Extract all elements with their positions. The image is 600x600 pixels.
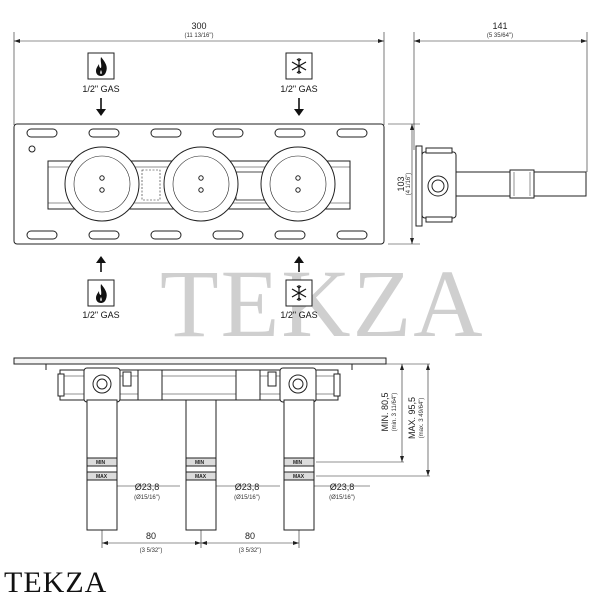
flame-icon [96,57,107,76]
center-valve-disc [163,146,239,222]
right-valve-disc [260,146,336,222]
pitch-right-label: 80 [245,531,255,541]
pipe-max-mark: MAX [195,474,207,480]
snowflake-icon [291,285,307,301]
arrow-up-icon [96,256,106,263]
gas-label-top-hot: 1/2" GAS [82,84,119,94]
pipe-diameter-sub: (Ø15/16") [329,495,355,501]
arrow-down-icon [294,109,304,116]
front-plate [13,357,387,365]
pitch-left-label: 80 [146,531,156,541]
pipe-min-mark: MIN [293,460,303,466]
snowflake-icon [291,58,307,74]
depth-dimension-sub: (5 35/64") [487,33,513,39]
max-height-sub: (max. 3 49/64") [419,398,425,439]
bottom-cold-inlet: 1/2" GAS [280,256,318,320]
height-dimension-label: 103 [396,176,406,191]
gas-label-bottom-hot: 1/2" GAS [82,310,119,320]
pipe-diameter-label: Ø23,8 [330,482,355,492]
flame-icon [96,284,107,303]
pitch-right-sub: (3 5/32") [239,548,262,554]
depth-dimension-label: 141 [492,21,507,31]
gas-label-top-cold: 1/2" GAS [280,84,317,94]
pipe-diameter-sub: (Ø15/16") [134,495,160,501]
pitch-left-sub: (3 5/32") [140,548,163,554]
gas-label-bottom-cold: 1/2" GAS [280,310,317,320]
arrow-up-icon [294,256,304,263]
top-hot-inlet: 1/2" GAS [82,52,120,116]
front-view [13,357,430,548]
pipe-min-mark: MIN [96,460,106,466]
pipe-max-mark: MAX [293,474,305,480]
watermark: TEKZA [160,250,485,357]
pipe-diameter-label: Ø23,8 [135,482,160,492]
top-view [13,32,588,245]
min-height-label: MIN. 80,5 [380,392,390,431]
height-dimension-sub: (4 1/16") [406,173,412,196]
bottom-hot-inlet: 1/2" GAS [82,256,120,320]
pipe-min-mark: MIN [195,460,205,466]
brand-logo-text: TEKZA [4,566,108,599]
top-cold-inlet: 1/2" GAS [280,52,318,116]
max-height-label: MAX. 95,5 [407,397,417,439]
min-height-sub: (min. 3 11/64") [392,393,398,432]
width-dimension-label: 300 [191,21,206,31]
left-valve-disc [64,146,140,222]
arrow-down-icon [96,109,106,116]
pipe-diameter-label: Ø23,8 [235,482,260,492]
width-dimension-sub: (11 13/16") [184,33,213,39]
pipe-max-mark: MAX [96,474,108,480]
pipe-diameter-sub: (Ø15/16") [234,495,260,501]
